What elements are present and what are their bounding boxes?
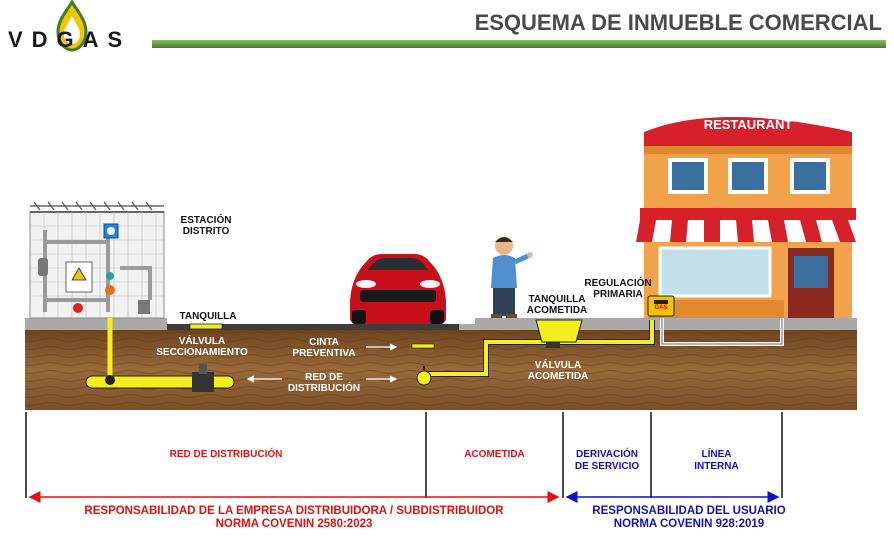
label-valvula-acometida: VÁLVULA ACOMETIDA [527,360,589,382]
zone-linea-interna: LÍNEA INTERNA [694,449,739,472]
restaurant-building [636,117,860,318]
label-tanquilla-acometida: TANQUILLA ACOMETIDA [526,294,588,316]
label-valvula-seccionamiento: VÁLVULA SECCIONAMIENTO [156,336,248,358]
zone-acometida: ACOMETIDA [464,449,525,460]
label-cinta-preventiva: CINTA PREVENTIVA [292,337,356,359]
label-tanquilla: TANQUILLA [179,311,237,322]
gas-meter-tag: GAS [654,305,668,311]
person-illustration [491,237,533,318]
warning-tape [411,343,435,349]
label-estacion-distrito: ESTACIÓN DISTRITO [180,215,232,237]
user-responsibility-text: RESPONSABILIDAD DEL USUARIO NORMA COVENI… [592,505,786,530]
zone-red-de-distribucion: RED DE DISTRIBUCIÓN [169,449,283,460]
car-illustration [350,254,446,324]
gas-meter-regulator [647,295,675,317]
title-underline [152,40,886,48]
restaurant-sign-text: RESTAURANT [703,117,793,132]
gas-distribution-pipe [85,364,235,392]
zone-derivacion-de-servicio: DERIVACIÓN DE SERVICIO [574,449,640,472]
tanquilla-box [189,323,223,330]
label-red-de-distribucion: RED DE DISTRIBUCIÓN [287,372,361,394]
logo-flame-icon [56,0,88,52]
zone-dividers [25,412,783,498]
page-title: ESQUEMA DE INMUEBLE COMERCIAL [474,10,882,35]
internal-line-pipe [660,318,784,346]
district-station [29,201,165,380]
company-responsibility-text: RESPONSABILIDAD DE LA EMPRESA DISTRIBUID… [84,505,504,530]
tanquilla-acometida-box [535,319,583,343]
logo-text: VDGAS [8,27,132,52]
label-regulacion-primaria: REGULACIÓN PRIMARIA [584,278,652,300]
label-arrows [246,343,398,383]
